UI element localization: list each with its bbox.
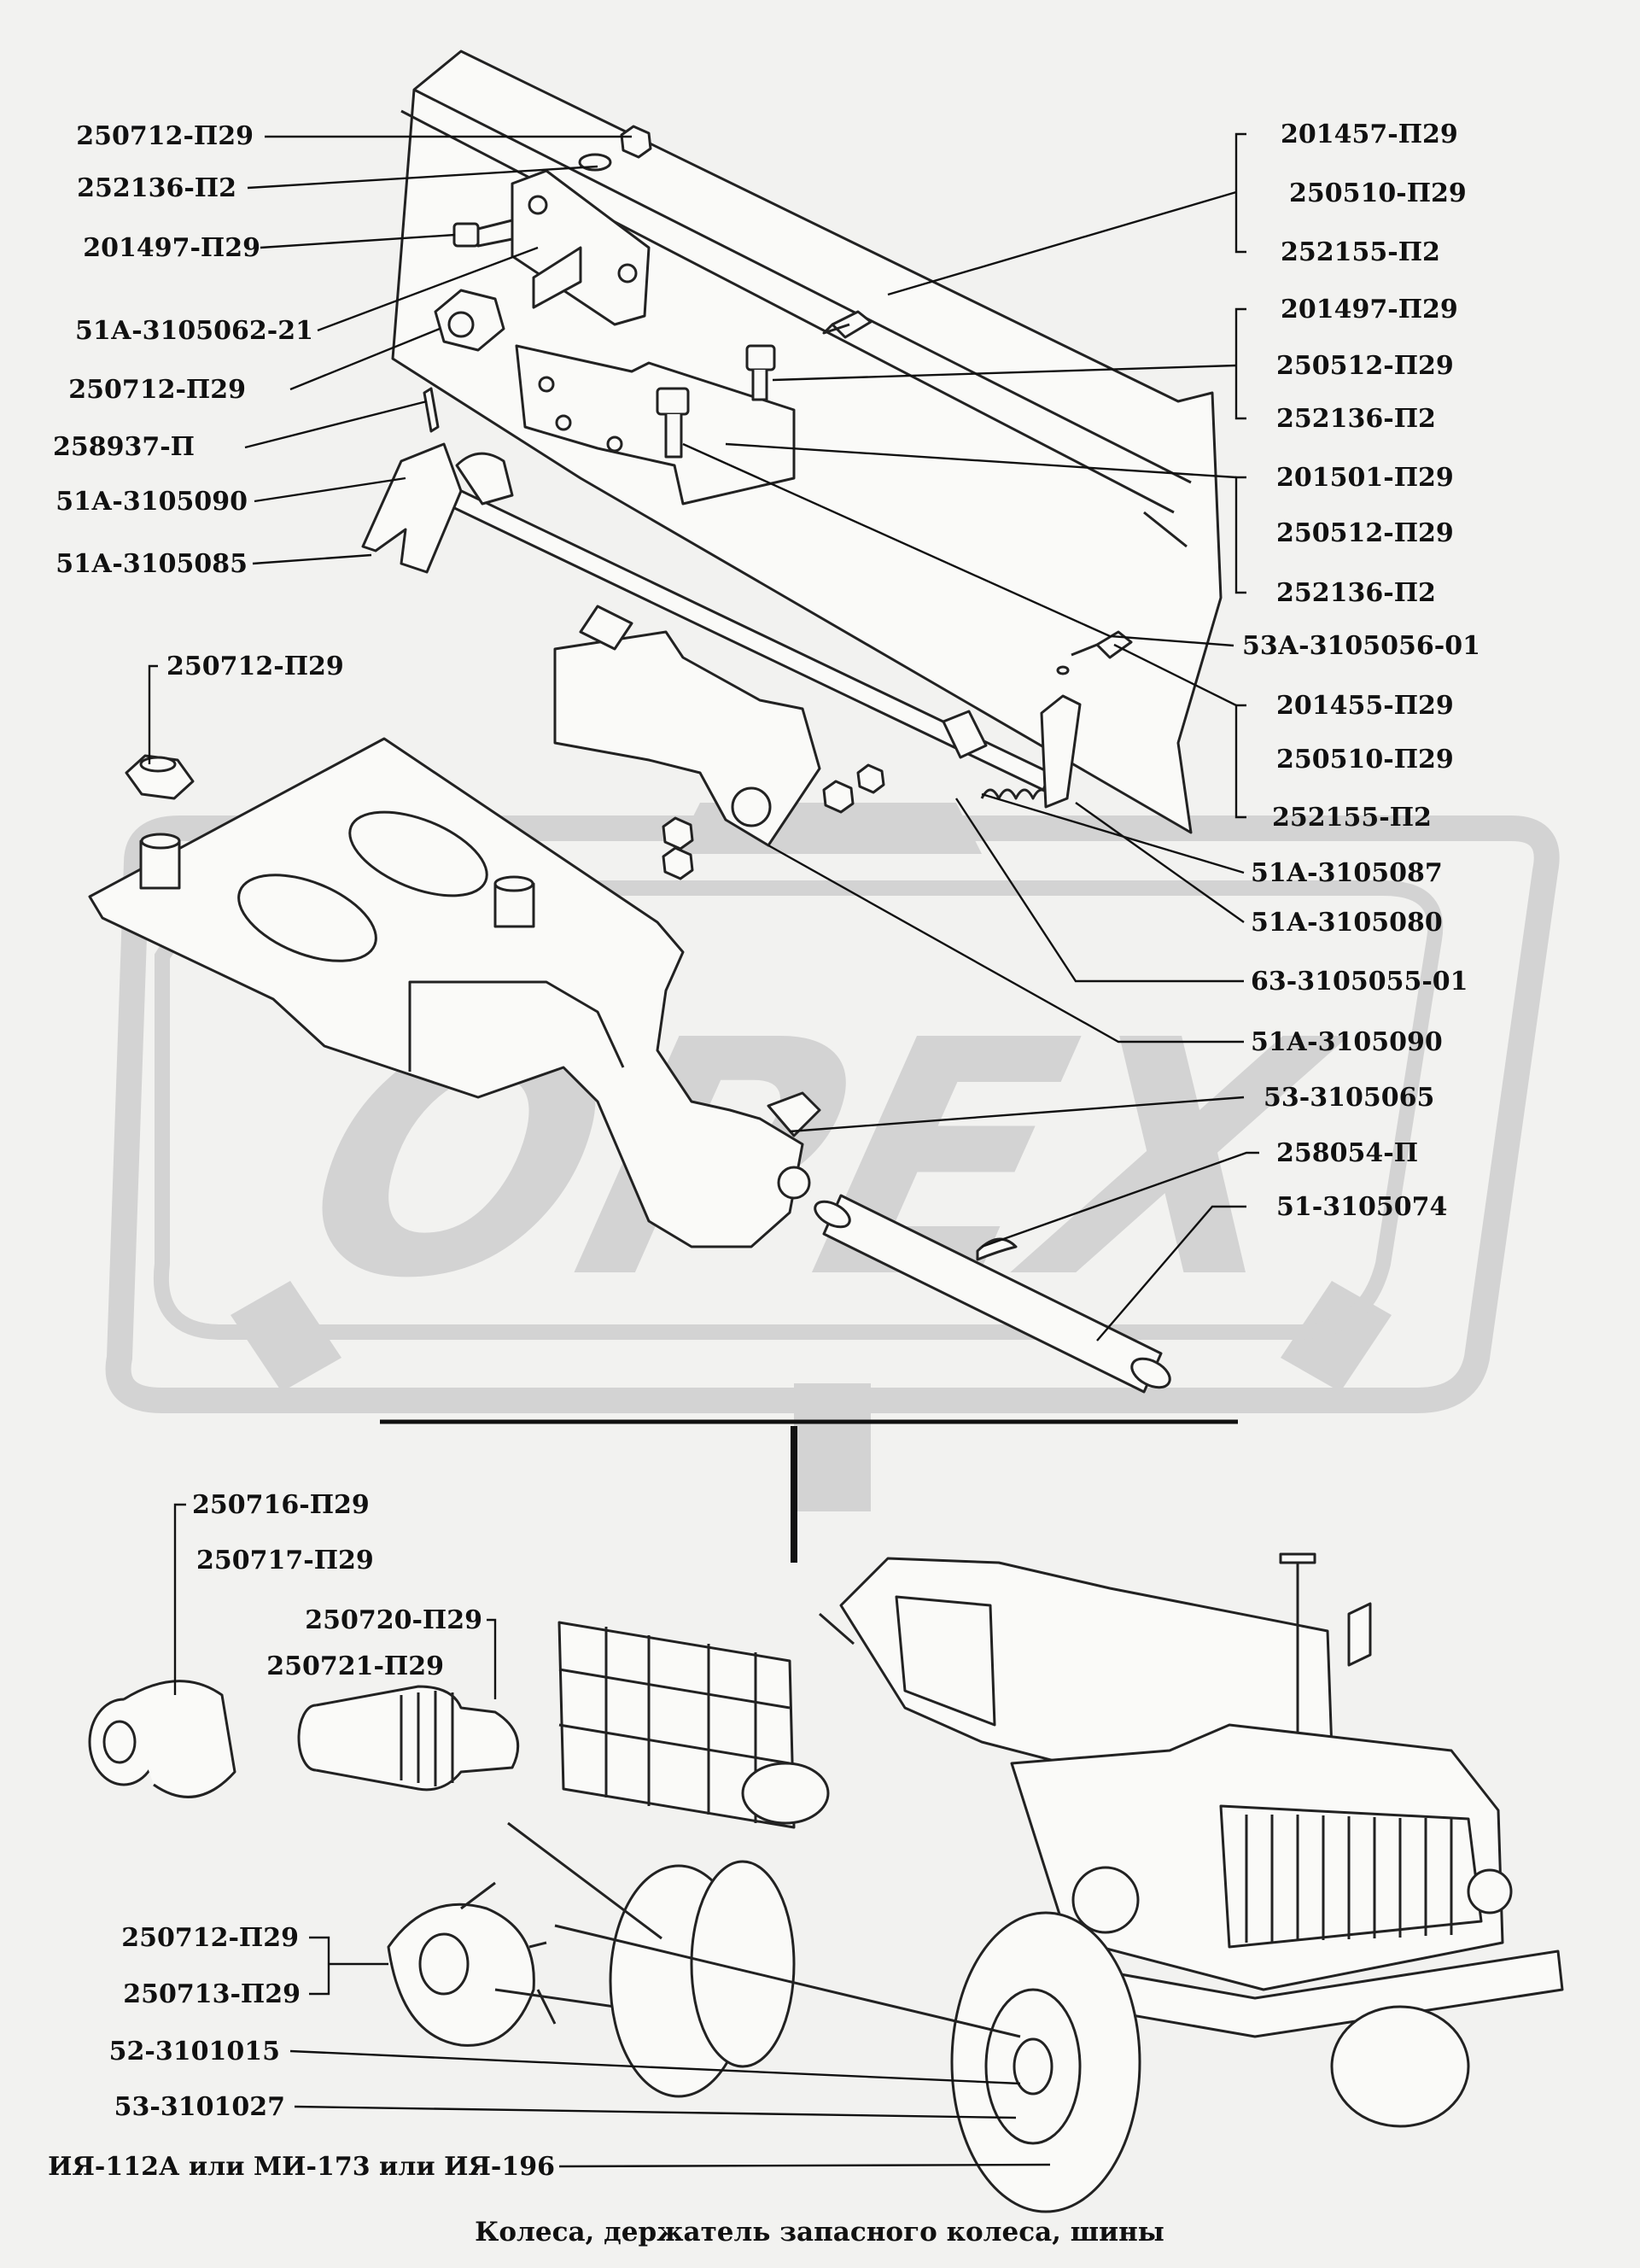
part-label: 250712-П29: [68, 375, 246, 405]
part-label: 201455-П29: [1276, 691, 1454, 721]
part-label: 250717-П29: [196, 1546, 374, 1575]
part-label: 51А-3105090: [1251, 1027, 1443, 1057]
part-label: 250713-П29: [123, 1979, 301, 2009]
part-label: 51А-3105080: [1251, 908, 1443, 938]
leader-lines: [148, 132, 1259, 2168]
part-label: 51А-3105062-21: [75, 316, 313, 346]
part-label: 250512-П29: [1276, 351, 1454, 381]
part-label: 63-3105055-01: [1251, 967, 1468, 997]
part-label: ИЯ-112А или МИ-173 или ИЯ-196: [48, 2152, 555, 2182]
truck-drawing: [507, 1552, 1564, 2213]
spare-wheel-carrier-drawing: [88, 50, 1223, 1394]
part-label: 252136-П2: [1276, 578, 1436, 608]
part-label: 250712-П29: [121, 1923, 299, 1953]
part-labels: 250712-П29 252136-П2 201497-П29 51А-3105…: [48, 120, 1480, 2248]
diagram-caption: Колеса, держатель запасного колеса, шины: [475, 2217, 1164, 2248]
part-label: 252155-П2: [1281, 237, 1440, 267]
part-label: 250712-П29: [166, 652, 344, 681]
part-label: 51А-3105090: [55, 487, 248, 517]
part-label: 258054-П: [1276, 1138, 1418, 1168]
part-label: 53-3101027: [114, 2092, 285, 2122]
part-label: 53А-3105056-01: [1242, 631, 1480, 661]
part-label: 250512-П29: [1276, 518, 1454, 548]
part-label: 51А-3105087: [1251, 858, 1443, 888]
part-label: 250510-П29: [1276, 745, 1454, 775]
part-label: 252136-П2: [77, 173, 236, 203]
part-label: 52-3101015: [109, 2037, 280, 2066]
part-label: 201497-П29: [83, 233, 260, 263]
part-label: 250712-П29: [76, 121, 254, 151]
part-label: 201497-П29: [1281, 295, 1458, 324]
part-label: 250721-П29: [266, 1651, 444, 1681]
part-label: 252136-П2: [1276, 404, 1436, 434]
part-label: 250720-П29: [305, 1605, 482, 1635]
part-label: 250716-П29: [192, 1490, 370, 1520]
part-label: 258937-П: [53, 432, 195, 462]
part-label: 250510-П29: [1289, 178, 1467, 208]
part-label: 252155-П2: [1272, 803, 1432, 833]
wheel-hardware-drawing: [88, 1680, 675, 2047]
part-label: 53-3105065: [1264, 1083, 1434, 1113]
part-label: 51-3105074: [1276, 1192, 1447, 1222]
part-label: 201501-П29: [1276, 463, 1454, 493]
part-label: 201457-П29: [1281, 120, 1458, 149]
part-label: 51А-3105085: [55, 549, 248, 579]
